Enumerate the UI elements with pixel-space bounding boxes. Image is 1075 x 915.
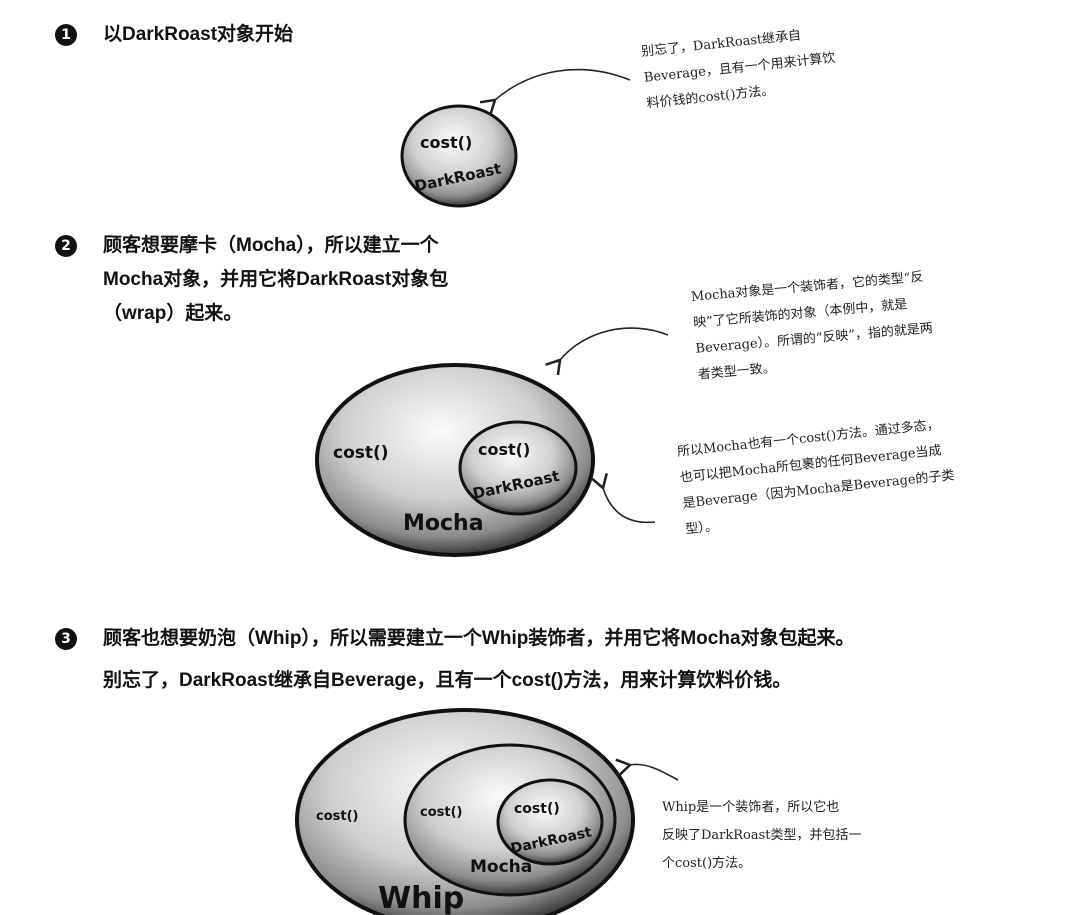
step-3-text: 顾客也想要奶泡（Whip），所以需要建立一个Whip装饰者，并用它将Mocha对… <box>103 628 855 691</box>
mocha-object: cost() cost() DarkRoast Mocha <box>315 363 595 557</box>
step-2-badge: 2 <box>55 235 77 257</box>
step-2: 2 顾客想要摩卡（Mocha），所以建立一个 Mocha对象，并用它将DarkR… <box>55 233 448 331</box>
darkroast-object-1: cost() DarkRoast <box>400 104 518 208</box>
note-mocha-decorator: Mocha对象是一个装饰者，它的类型“反 映”了它所装饰的对象（本例中，就是 B… <box>690 269 934 383</box>
arrow-note3 <box>615 758 679 781</box>
step-3: 3 顾客也想要奶泡（Whip），所以需要建立一个Whip装饰者，并用它将Moch… <box>55 626 855 702</box>
whip-object: cost() cost() cost() DarkRoast Mocha Whi… <box>295 708 635 915</box>
step-3-badge: 3 <box>55 628 77 650</box>
whip-cost-label: cost() <box>316 809 358 824</box>
mocha-label-3: Mocha <box>470 857 532 877</box>
middle-cost-label: cost() <box>420 805 462 820</box>
mocha-label: Mocha <box>403 511 484 536</box>
step-1: 1 以DarkRoast对象开始 <box>55 22 293 52</box>
arrow-note2a <box>545 327 669 376</box>
whip-label: Whip <box>378 881 464 915</box>
inner-cost-label-2: cost() <box>478 440 530 459</box>
step-2-text: 顾客想要摩卡（Mocha），所以建立一个 Mocha对象，并用它将DarkRoa… <box>103 235 449 324</box>
inner-cost-label-3: cost() <box>514 801 560 817</box>
cost-label-1: cost() <box>420 133 472 152</box>
mocha-cost-label: cost() <box>333 443 389 463</box>
arrow-note2b <box>590 473 656 524</box>
note-whip-decorator: Whip是一个装饰者，所以它也 反映了DarkRoast类型，并包括一 个cos… <box>662 800 862 871</box>
step-1-badge: 1 <box>55 24 77 46</box>
step-1-text: 以DarkRoast对象开始 <box>103 24 294 45</box>
arrow-note1 <box>479 68 631 115</box>
